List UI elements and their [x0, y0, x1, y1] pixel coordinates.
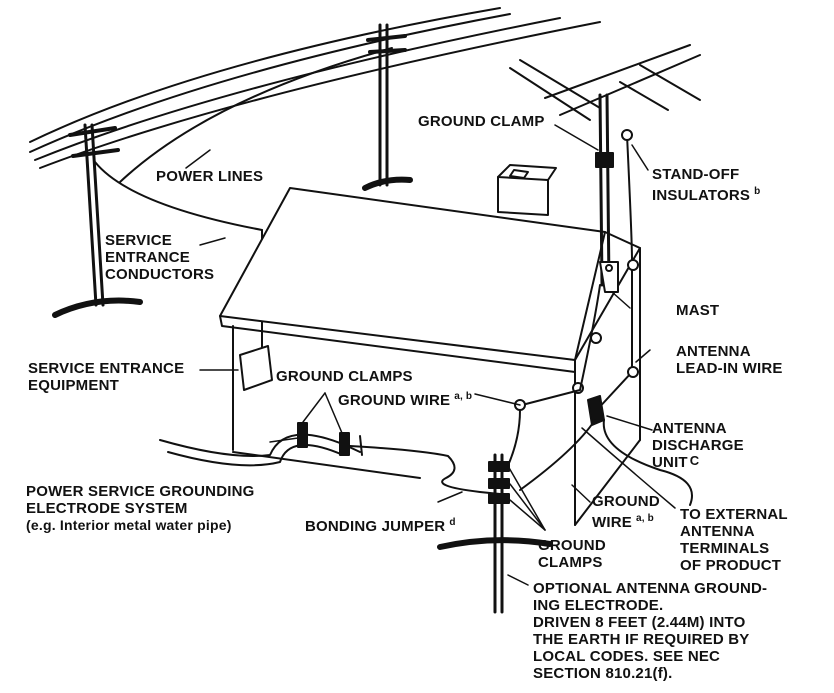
ground-wire-right-footnote: a, b: [635, 513, 654, 524]
bonding-jumper-wire: [349, 445, 501, 495]
service-entrance-box: [239, 345, 273, 391]
antenna-lead-in-label: ANTENNA LEAD-IN WIRE: [676, 343, 783, 377]
discharge-unit: [587, 395, 605, 426]
power-lines-drawing: [29, 7, 601, 183]
ground-clamps-bottom-label: GROUND CLAMPS: [538, 537, 606, 571]
power-service-grounding-label: POWER SERVICE GROUNDING ELECTRODE SYSTEM…: [26, 483, 255, 533]
house: [219, 164, 641, 526]
mast-label: MAST: [676, 302, 720, 319]
power-lines-label: POWER LINES: [156, 168, 264, 185]
service-drop-wire: [94, 161, 263, 231]
water-pipe: [159, 422, 363, 467]
service-entrance-equipment-label: SERVICE ENTRANCE EQUIPMENT: [28, 360, 185, 394]
left-utility-pole: [52, 123, 143, 318]
standoff-footnote: b: [754, 186, 761, 197]
ground-clamp-label: GROUND CLAMP: [418, 113, 545, 130]
discharge-footnote: C: [689, 453, 700, 468]
right-utility-pole: [362, 23, 413, 191]
optional-ground-electrode-label: OPTIONAL ANTENNA GROUND- ING ELECTRODE. …: [533, 580, 768, 682]
service-entrance-conductors-label: SERVICE ENTRANCE CONDUCTORS: [105, 232, 215, 283]
leader-lines: [185, 124, 676, 586]
mast-ground-wire: [521, 284, 601, 406]
antenna-mast: [509, 44, 701, 293]
grounding-rod: [437, 453, 553, 614]
external-antenna-terminals-label: TO EXTERNAL ANTENNA TERMINALS OF PRODUCT: [680, 506, 788, 574]
ground-wire-mid-footnote: a, b: [454, 391, 473, 402]
bonding-jumper-footnote: d: [449, 517, 456, 528]
ground-clamps-mid-label: GROUND CLAMPS: [276, 368, 413, 385]
external-antenna-lead: [602, 419, 693, 506]
